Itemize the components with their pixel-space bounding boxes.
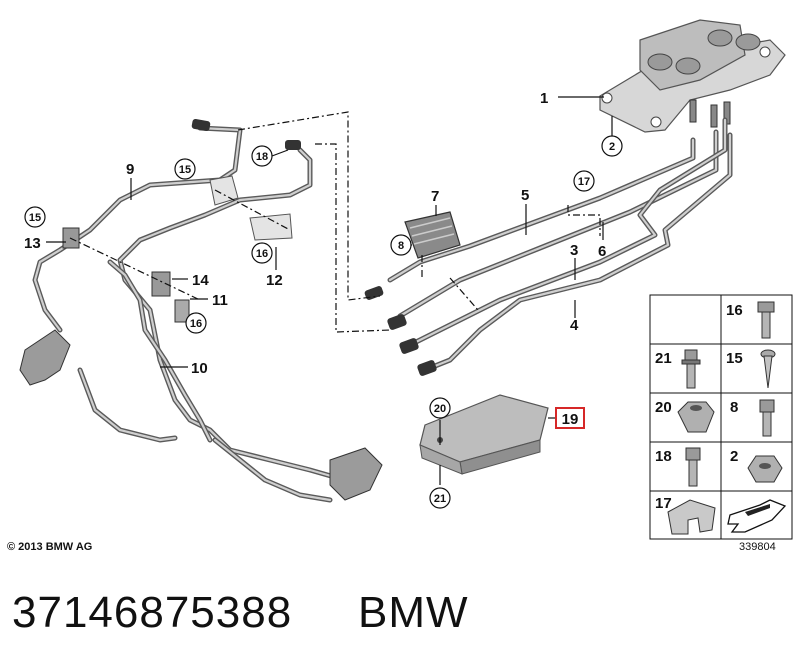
diagram-id: 339804 [739,541,776,553]
svg-text:15: 15 [29,212,41,224]
callout-15a: 15 [174,158,196,180]
svg-text:8: 8 [398,240,404,252]
callout-4: 4 [570,317,579,334]
svg-text:15: 15 [179,164,191,176]
hw-cell-18: 18 [655,447,701,487]
callout-15b: 15 [24,206,46,228]
routing-dashes [69,111,601,333]
callout-12: 12 [266,272,283,289]
callout-16b: 16 [251,242,273,264]
callout-11: 11 [212,292,228,309]
callout-20: 20 [429,397,451,419]
callout-7: 7 [431,188,439,205]
callout-21: 21 [429,487,451,509]
hw-cell-15: 15 [726,349,776,389]
valve-block [599,19,786,133]
callout-8: 8 [390,234,412,256]
left-brackets [19,175,383,501]
svg-text:16: 16 [256,248,268,260]
svg-text:20: 20 [434,403,446,415]
callout-9: 9 [126,161,134,178]
callout-labels: 1 3 4 5 6 7 9 10 11 12 13 14 [24,90,606,377]
svg-text:2: 2 [609,141,615,153]
callout-17: 17 [573,170,595,192]
leader-lines [46,96,613,419]
callout-13: 13 [24,235,41,252]
svg-text:15: 15 [726,350,743,367]
svg-text:16: 16 [190,318,202,330]
svg-text:2: 2 [730,448,738,465]
direction-arrow-icon [727,499,787,533]
svg-text:17: 17 [578,176,590,188]
callout-19-highlighted: 19 [555,407,585,429]
control-module [419,394,549,485]
svg-text:18: 18 [655,448,672,465]
callout-1: 1 [540,90,548,107]
svg-text:20: 20 [655,399,672,416]
hardware-grid: 16 21 15 20 8 18 [649,294,793,540]
hw-cell-17: 17 [655,495,716,535]
hw-cell-16: 16 [726,301,775,339]
brake-lines-left [32,118,348,503]
hw-cell-20: 20 [655,399,715,433]
hw-cell-8: 8 [730,399,775,437]
svg-text:18: 18 [256,151,268,163]
svg-text:17: 17 [655,495,672,512]
connector-block [404,211,461,259]
svg-text:16: 16 [726,302,743,319]
svg-text:21: 21 [434,493,446,505]
callout-10: 10 [191,360,208,377]
hw-cell-2: 2 [730,448,783,483]
copyright-notice: © 2013 BMW AG [7,541,93,553]
circled-callouts: 2 8 15 15 16 16 17 18 [24,135,623,509]
callout-5: 5 [521,187,529,204]
callout-2: 2 [601,135,623,157]
svg-text:21: 21 [655,350,672,367]
hw-cell-21: 21 [655,349,701,389]
svg-text:8: 8 [730,399,738,416]
svg-text:19: 19 [562,411,579,428]
callout-16a: 16 [185,312,207,334]
part-number: 37146875388 [12,588,293,637]
callout-18: 18 [251,145,289,167]
callout-3: 3 [570,242,578,259]
callout-6: 6 [598,243,606,260]
callout-14: 14 [192,272,209,289]
brand-name: BMW [358,588,469,637]
